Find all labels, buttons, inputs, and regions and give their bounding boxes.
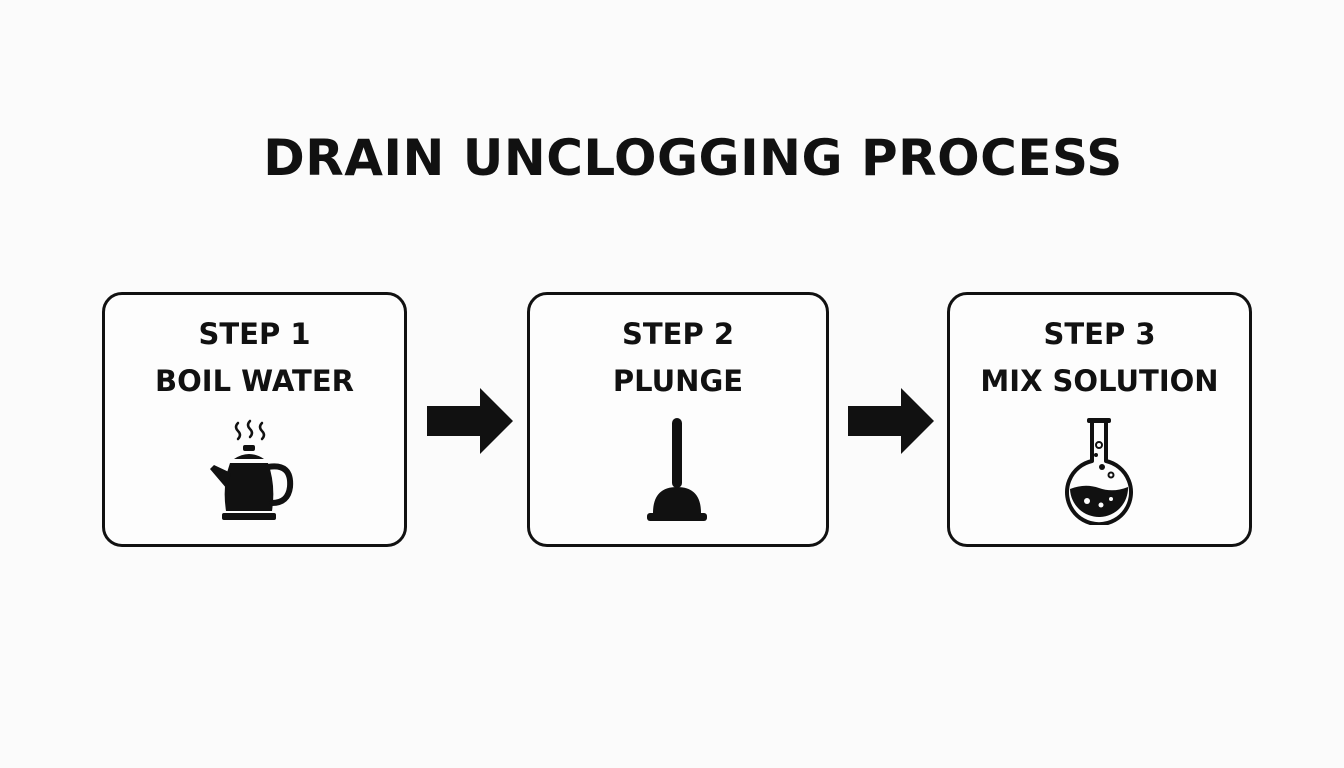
kettle-icon [209, 419, 293, 520]
page-title: DRAIN UNCLOGGING PROCESS [263, 129, 1123, 187]
plunger-icon [647, 418, 707, 521]
step-action: PLUNGE [612, 364, 744, 398]
step-label: STEP 1 [198, 317, 311, 351]
flask-icon [1064, 418, 1133, 525]
step-action: BOIL WATER [155, 364, 354, 398]
step-action: MIX SOLUTION [980, 364, 1219, 398]
arrow-right-icon [427, 388, 513, 454]
step-box-boil-water: STEP 1 BOIL WATER [102, 292, 407, 547]
step-box-plunge: STEP 2 PLUNGE [527, 292, 829, 547]
arrow-right-icon [848, 388, 934, 454]
step-label: STEP 3 [1043, 317, 1156, 351]
step-box-mix-solution: STEP 3 MIX SOLUTION [947, 292, 1252, 547]
step-label: STEP 2 [621, 317, 734, 351]
